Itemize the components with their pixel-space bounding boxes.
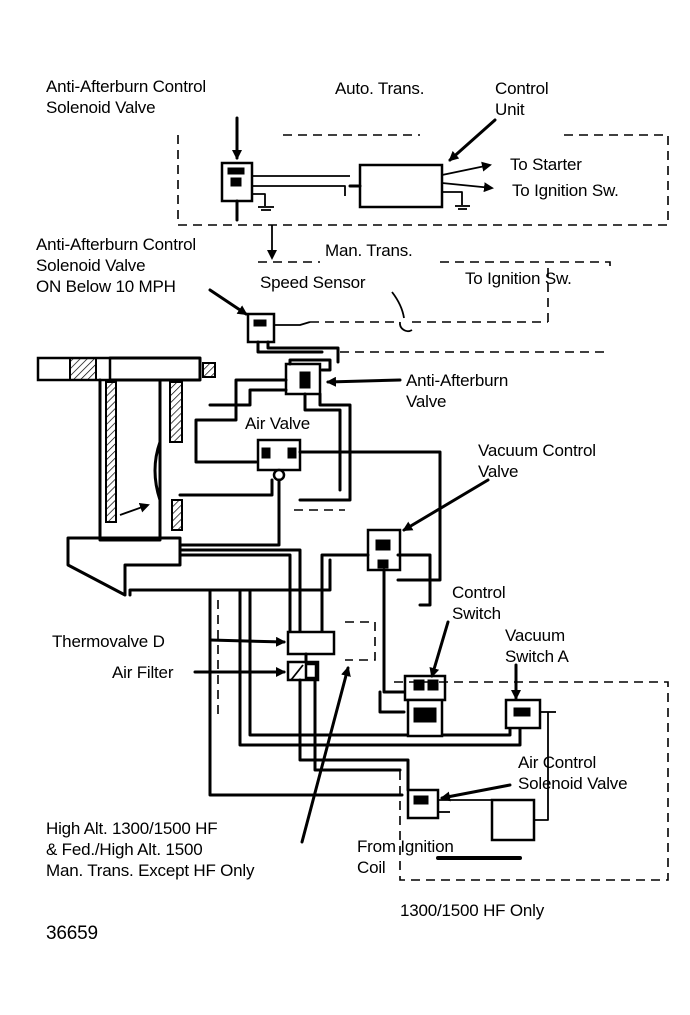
to-ignition-sw-label-2: To Ignition Sw.: [465, 269, 572, 288]
anti-afterburn-solenoid-mid: [246, 312, 340, 364]
vacuum-switch-a: [504, 698, 556, 730]
air-control-solenoid-label: Air Control Solenoid Valve: [518, 753, 628, 793]
anti-afterburn-solenoid-top-label: Anti-Afterburn Control Solenoid Valve: [46, 77, 207, 117]
anti-afterburn-valve-label: Anti-Afterburn Valve: [406, 371, 509, 411]
air-control-solenoid: [406, 712, 549, 842]
auto-trans-label: Auto. Trans.: [335, 79, 425, 98]
to-starter-label: To Starter: [510, 155, 582, 174]
speed-sensor: [310, 291, 548, 333]
anti-afterburn-solenoid-mid-label: Anti-Afterburn Control Solenoid Valve ON…: [36, 235, 197, 296]
hf-only-box: [217, 509, 669, 881]
auto-trans-box: [177, 134, 669, 226]
figure-number: 36659: [46, 923, 98, 944]
anti-afterburn-solenoid-top: [220, 161, 350, 222]
to-ignition-sw-label: To Ignition Sw.: [512, 181, 619, 200]
air-filter-label: Air Filter: [112, 663, 174, 682]
control-unit: [348, 161, 494, 210]
vacuum-control-valve-label: Vacuum Control Valve: [478, 441, 596, 481]
air-valve-label: Air Valve: [245, 414, 310, 433]
control-switch: [378, 674, 447, 738]
throttle-body: [36, 356, 216, 597]
ground-icon: [258, 206, 274, 211]
control-unit-label: Control Unit: [495, 79, 549, 119]
leader-arrows: [193, 116, 521, 844]
man-trans-label: Man. Trans.: [325, 241, 413, 260]
from-ignition-coil-label: From Ignition Coil: [357, 837, 454, 877]
thermovalve-d-label: Thermovalve D: [52, 632, 165, 651]
speed-sensor-label: Speed Sensor: [260, 273, 366, 292]
vacuum-hoses: [128, 358, 556, 842]
hf-only-label: 1300/1500 HF Only: [400, 901, 545, 920]
vacuum-switch-a-label: Vacuum Switch A: [505, 626, 569, 666]
control-switch-label: Control Switch: [452, 583, 506, 623]
ground-icon: [455, 205, 470, 210]
man-trans-box: [258, 261, 611, 353]
high-alt-note-label: High Alt. 1300/1500 HF & Fed./High Alt. …: [46, 819, 255, 880]
